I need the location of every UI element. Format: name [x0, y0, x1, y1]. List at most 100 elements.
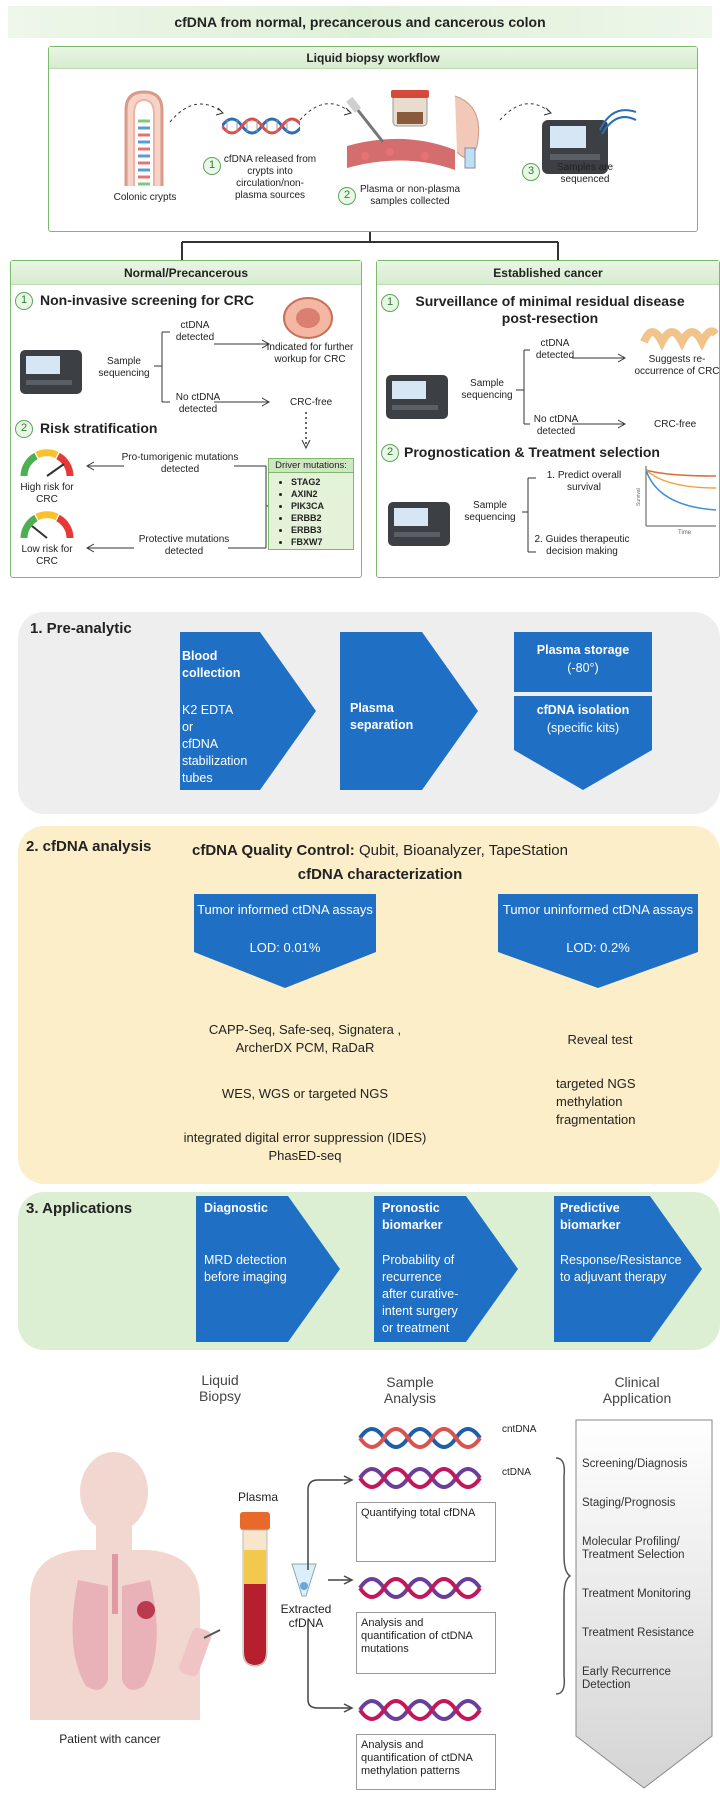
prognostic-body-line-3: after curative- — [382, 1287, 459, 1301]
quality-control-line: cfDNA Quality Control: Qubit, Bioanalyze… — [160, 842, 600, 859]
prognostic-heading-line-1: Pronostic — [382, 1201, 440, 1215]
prognostic-body-line-1: Probability of — [382, 1253, 455, 1267]
predictive-heading-line-1: Predictive — [560, 1201, 620, 1215]
clinical-application-text: Early Recurrence — [582, 1666, 671, 1678]
crc-free-label: CRC-free — [654, 419, 697, 430]
diagnostic-heading: Diagnostic — [204, 1201, 268, 1215]
risk-heading: Risk stratification — [40, 420, 158, 436]
diagnostic-body: MRD detection before imaging — [204, 1252, 314, 1286]
sample-collection-icon — [346, 90, 480, 170]
risk-arrows — [85, 461, 272, 553]
cfdna-isolation-sub: (specific kits) — [546, 721, 620, 735]
driver-mutation-item: STAG2 — [291, 476, 353, 488]
tumor-uninformed-lod: LOD: 0.2% — [566, 940, 630, 955]
surveillance-heading: Surveillance of minimal residual disease… — [415, 293, 685, 326]
clinical-application-text: Screening/Diagnosis — [582, 1458, 688, 1470]
polyp-icon — [283, 297, 333, 339]
survival-axis-label: Survival — [636, 488, 642, 506]
branch-connector — [181, 232, 559, 260]
clinical-application-arrow — [575, 1419, 713, 1789]
established-cancer-title: Established cancer — [377, 261, 719, 285]
uninformed-assays-line-3: methylation — [556, 1094, 623, 1109]
informed-assays-line-3: WES, WGS or targeted NGS — [221, 1086, 389, 1101]
cfdna-analysis-title: 2. cfDNA analysis — [26, 838, 152, 855]
mutations-box-line-3: mutations — [361, 1643, 409, 1655]
clinical-application-item: Molecular Profiling/Treatment Selection — [582, 1536, 714, 1562]
clinical-application-item: Staging/Prognosis — [582, 1497, 714, 1510]
step-2-label: Plasma or non-plasma samples collected — [359, 184, 461, 207]
clinical-application-text: Treatment Selection — [582, 1549, 685, 1561]
extracted-cfdna-line-1: Extracted — [280, 1602, 332, 1616]
no-ctdna-label: No ctDNA detected — [175, 392, 221, 415]
tumor-informed-label: Tumor informed ctDNA assays — [197, 902, 373, 917]
step-2-badge: 2 — [338, 187, 356, 205]
plasma-separation-heading: Plasma separation — [350, 701, 414, 732]
driver-mutation-item: AXIN2 — [291, 488, 353, 500]
diagnostic-body-line-1: MRD detection — [204, 1253, 287, 1267]
informed-assays-line-5: PhasED-seq — [268, 1148, 342, 1163]
colonic-crypt-icon — [124, 90, 164, 186]
low-risk-label: Low risk for CRC — [21, 544, 73, 567]
dotted-arrow-down — [301, 412, 311, 450]
informed-assays-line-1: CAPP-Seq, Safe-seq, Signatera , — [208, 1022, 402, 1037]
prognostic-heading-line-2: biomarker — [382, 1218, 443, 1232]
plasma-storage-heading: Plasma storage — [536, 643, 630, 657]
diagnostic-chevron — [196, 1196, 340, 1342]
prognostication-heading: Prognostication & Treatment selection — [404, 444, 660, 460]
tumor-informed-shape — [194, 894, 376, 988]
applications-title: 3. Applications — [26, 1200, 133, 1217]
tumor-uninformed-shape — [498, 894, 698, 988]
figure-title: cfDNA from normal, precancerous and canc… — [8, 6, 712, 38]
suggests-recurrence-label: Suggests re-occurrence of CRC — [634, 354, 720, 377]
protective-label: Protective mutations detected — [138, 534, 230, 557]
predictive-chevron — [554, 1196, 702, 1342]
surveillance-badge: 1 — [381, 294, 399, 312]
plasma-label: Plasma — [237, 1490, 278, 1504]
blood-collection-body-line-5: tubes — [182, 771, 213, 785]
clinical-application-item: Screening/Diagnosis — [582, 1458, 714, 1471]
patient-label: Patient with cancer — [59, 1732, 161, 1746]
quantifying-text: Quantifying total cfDNA — [361, 1507, 476, 1519]
brace-icon — [555, 1457, 572, 1695]
dna-strands-group-1 — [358, 1427, 482, 1489]
predictive-body-line-2: to adjuvant therapy — [560, 1270, 667, 1284]
blood-collection-body-line-2: or — [182, 720, 194, 734]
step-3-badge: 3 — [522, 163, 540, 181]
driver-mutation-item: ERBB3 — [291, 524, 353, 536]
sequencer-icon — [542, 109, 637, 174]
ctdna-detected-label: ctDNA detected — [175, 320, 215, 343]
step-1-badge: 1 — [203, 157, 221, 175]
analysis-flow-arrows — [307, 1475, 354, 1713]
ctdna-label: ctDNA — [502, 1467, 531, 1478]
colon-segment-icon — [640, 327, 718, 350]
blood-collection-body-line-4: stabilization — [182, 754, 248, 768]
guides-decision-label: 2. Guides therapeutic decision making — [534, 534, 630, 557]
clinical-application-text: Treatment Resistance — [582, 1627, 695, 1639]
prognostication-badge: 2 — [381, 444, 399, 462]
plasma-separation-chevron — [340, 632, 478, 790]
diagnostic-body-line-2: before imaging — [204, 1270, 287, 1284]
risk-badge: 2 — [15, 420, 33, 438]
clinical-application-text: Detection — [582, 1679, 631, 1691]
clinical-application-text: Molecular Profiling/ — [582, 1536, 680, 1548]
surveillance-branch-lines — [516, 349, 627, 429]
driver-mutations-list: STAG2AXIN2PIK3CAERBB2ERBB3FBXW7 — [269, 476, 353, 548]
high-risk-label: High risk for CRC — [20, 482, 74, 505]
patient-silhouette-icon — [30, 1452, 221, 1720]
no-ctdna-label: No ctDNA detected — [533, 414, 579, 437]
dna-strands-group-3 — [358, 1699, 482, 1721]
quantifying-box: Quantifying total cfDNA — [356, 1502, 496, 1562]
low-risk-gauge-icon — [20, 511, 74, 539]
screening-branch-lines — [154, 331, 271, 407]
quality-control-bold: cfDNA Quality Control: — [192, 842, 355, 859]
informed-assays-line-4: integrated digital error suppression (ID… — [183, 1130, 427, 1145]
quality-control-tools: Qubit, Bioanalyzer, TapeStation — [354, 842, 568, 859]
dna-strands-group-2 — [358, 1577, 482, 1599]
